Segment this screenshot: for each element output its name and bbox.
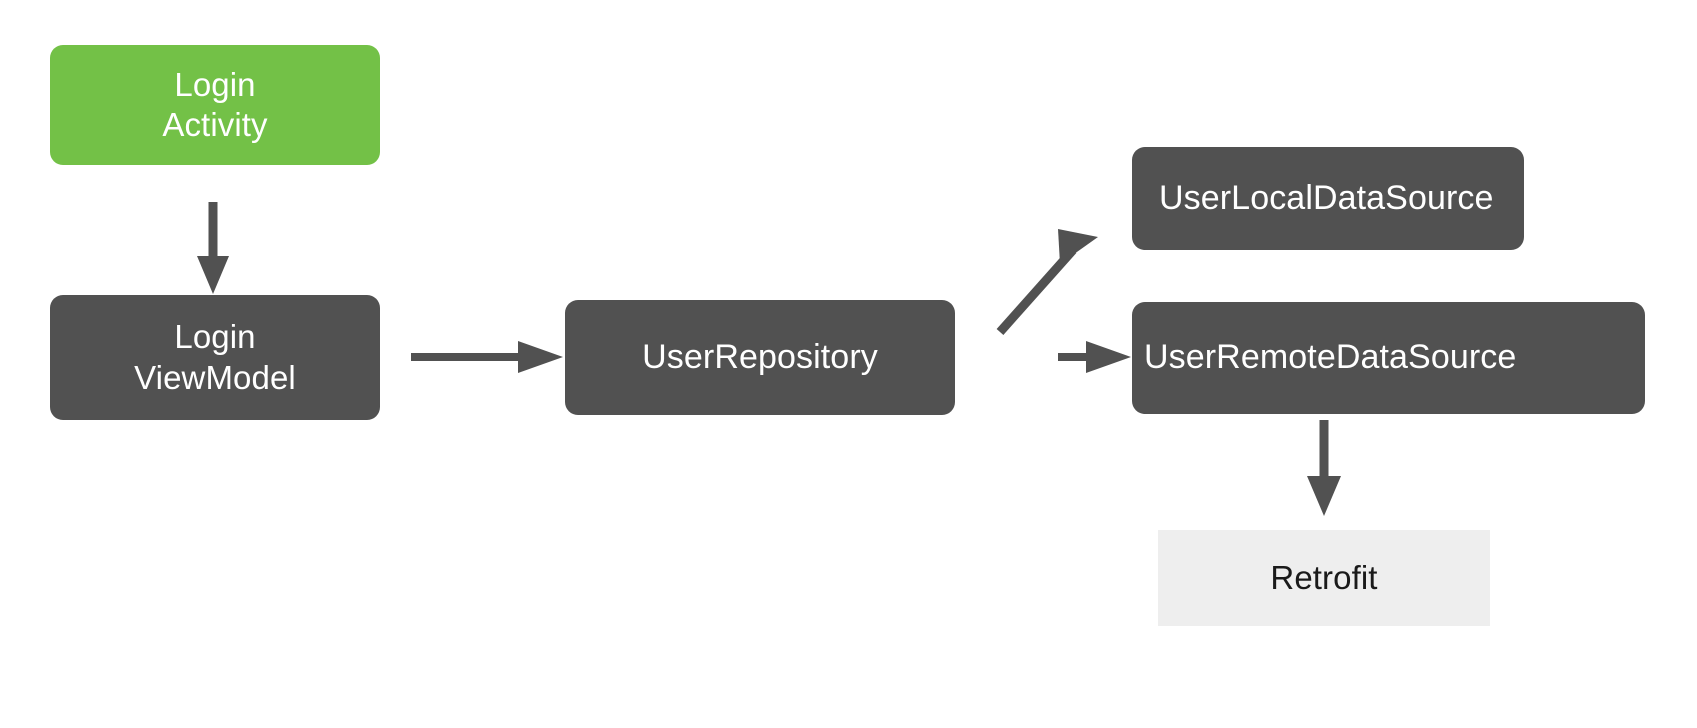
arrow-user-remote-datasource-to-retrofit [1307, 420, 1341, 516]
arrow-login-viewmodel-to-user-repository [411, 341, 563, 373]
node-retrofit[interactable]: Retrofit [1158, 530, 1490, 626]
node-user-repository[interactable]: UserRepository [565, 300, 955, 415]
arrow-login-activity-to-login-viewmodel [197, 202, 229, 294]
node-login-activity[interactable]: Login Activity [50, 45, 380, 165]
node-user-local-datasource[interactable]: UserLocalDataSource [1132, 147, 1524, 250]
node-login-viewmodel[interactable]: Login ViewModel [50, 295, 380, 420]
node-user-remote-datasource[interactable]: UserRemoteDataSource [1132, 302, 1645, 414]
arrow-user-repository-to-user-local-datasource [996, 229, 1098, 335]
arrow-user-repository-to-user-remote-datasource [1058, 341, 1131, 373]
